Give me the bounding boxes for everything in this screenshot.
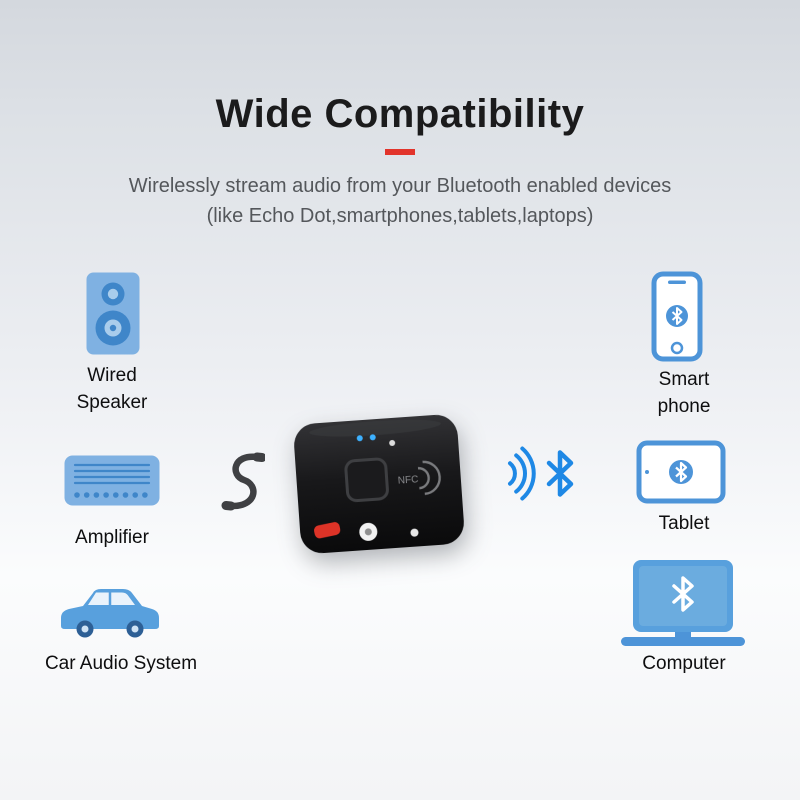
label-line: Wired bbox=[87, 365, 137, 386]
computer-label: Computer bbox=[642, 653, 726, 674]
speaker-icon bbox=[85, 271, 141, 356]
aux-cable-icon bbox=[221, 448, 265, 516]
car-audio-label: Car Audio System bbox=[44, 653, 198, 674]
subtitle-line-2: (like Echo Dot,smartphones,tablets,lapto… bbox=[206, 205, 594, 227]
page-title: Wide Compatibility bbox=[215, 92, 585, 136]
tablet-label: Tablet bbox=[658, 513, 710, 534]
bluetooth-receiver-device: NFC bbox=[290, 409, 467, 558]
smartphone-label: Smart phone bbox=[624, 366, 744, 420]
amplifier-icon bbox=[63, 454, 161, 507]
label-line: phone bbox=[657, 396, 711, 417]
nfc-label: NFC bbox=[397, 474, 418, 486]
car-icon bbox=[55, 580, 165, 642]
computer-icon bbox=[617, 558, 749, 646]
title-accent-bar bbox=[385, 149, 415, 155]
smartphone-icon bbox=[651, 271, 703, 362]
amplifier-label: Amplifier bbox=[75, 527, 149, 548]
subtitle-line-1: Wirelessly stream audio from your Blueto… bbox=[128, 175, 672, 197]
bluetooth-signal-icon bbox=[490, 446, 580, 502]
subtitle: Wirelessly stream audio from your Blueto… bbox=[0, 171, 800, 231]
tablet-icon bbox=[636, 440, 726, 504]
wired-speaker-label: Wired Speaker bbox=[42, 362, 182, 416]
label-line: Smart bbox=[658, 369, 710, 390]
label-line: Speaker bbox=[76, 392, 148, 413]
